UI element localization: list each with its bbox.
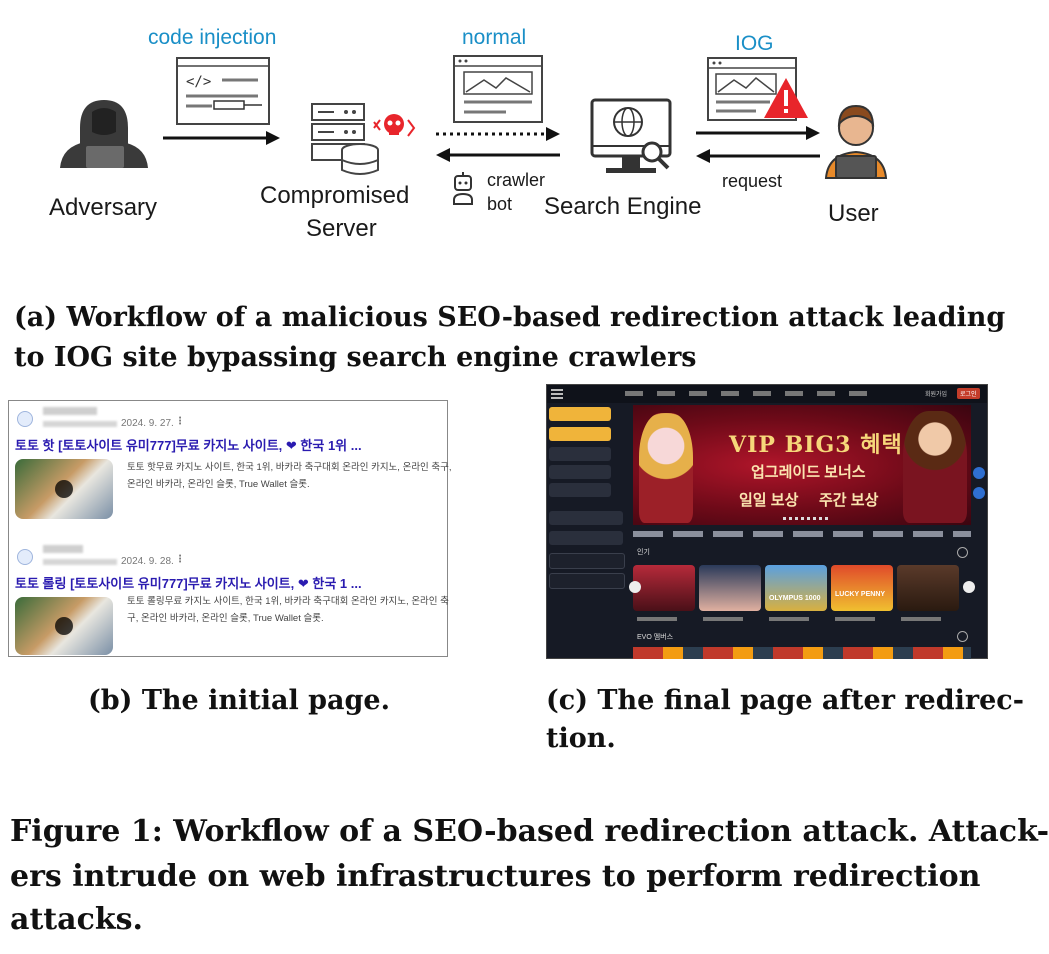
edge-label-crawler: crawler	[487, 170, 546, 190]
caption-c-line2: tion.	[546, 723, 616, 754]
result-date: 2024. 9. 28.	[121, 556, 174, 567]
blurred-site-name	[43, 407, 97, 415]
game-captions	[637, 617, 957, 621]
banner-subtitle: 업그레이드 보너스	[751, 464, 866, 481]
caption-a-line2: to IOG site bypassing search engine craw…	[14, 342, 697, 373]
character-left	[639, 413, 693, 523]
site-favicon-icon	[17, 411, 33, 427]
more-vert-icon[interactable]: ⋮	[175, 554, 185, 565]
workflow-diagram: </>	[60, 55, 888, 205]
play-icon[interactable]	[55, 480, 73, 498]
user-icon	[824, 104, 888, 179]
sidebar-item-event[interactable]	[549, 465, 611, 479]
casino-top-bar: 회원가입 로그인	[547, 385, 987, 403]
carousel-next-icon[interactable]	[963, 581, 975, 593]
final-page-screenshot: 회원가입 로그인 VIP BIG3 혜택 업그레이드 보너스 일일 보상 주간 …	[546, 384, 988, 659]
banner-side-icons[interactable]	[973, 487, 985, 499]
warning-icon	[764, 78, 808, 118]
result-title-link[interactable]: 토토 롤링 [토토사이트 유미777]무료 카지노 사이트, ❤ 한국 1 ..…	[15, 576, 362, 591]
game-tile[interactable]	[897, 565, 959, 611]
sidebar-item-promo[interactable]	[549, 447, 611, 461]
hacker-icon	[60, 100, 148, 168]
game-title-olympus: OLYMPUS 1000	[769, 595, 821, 602]
banner-title: VIP BIG3 혜택	[729, 432, 903, 458]
more-vert-icon[interactable]: ⋮	[175, 416, 185, 427]
game-tile[interactable]	[699, 565, 761, 611]
video-thumbnail[interactable]	[15, 459, 113, 519]
banner-side-icons[interactable]	[973, 467, 985, 479]
search-result-1: 2024. 9. 27. ⋮ 토토 핫 [토토사이트 유미777]무료 카지노 …	[15, 405, 452, 525]
initial-page-screenshot: 2024. 9. 27. ⋮ 토토 핫 [토토사이트 유미777]무료 카지노 …	[8, 400, 452, 657]
node-label-user: User	[828, 200, 879, 227]
banner-pagination-dots[interactable]	[783, 517, 829, 520]
figure-caption-line2: ers intrude on web infrastructures to pe…	[10, 859, 981, 894]
malware-skull-icon	[373, 114, 416, 137]
caption-c-line1: (c) The final page after redirec-	[546, 685, 1024, 716]
edge-label-request: request	[722, 171, 783, 191]
result-title-link[interactable]: 토토 핫 [토토사이트 유미777]무료 카지노 사이트, ❤ 한국 1위 ..…	[15, 438, 362, 453]
edge-label-code-injection: code injection	[148, 26, 277, 49]
crawler-bot-icon	[453, 172, 473, 205]
caption-a-line1: (a) Workflow of a malicious SEO-based re…	[14, 302, 1006, 333]
promo-banner[interactable]: VIP BIG3 혜택 업그레이드 보너스 일일 보상 주간 보상	[633, 405, 971, 525]
edge-label-normal: normal	[462, 26, 527, 49]
server-icon	[311, 103, 379, 175]
result-desc-line1: 토토 롤링무료 카지노 사이트, 한국 1위, 바카라 축구대회 온라인 카지노…	[127, 596, 449, 607]
carousel-prev-icon[interactable]	[629, 581, 641, 593]
login-button[interactable]: 로그인	[957, 388, 980, 399]
section-more-icon[interactable]	[957, 631, 968, 642]
game-tile-lucky-penny[interactable]: LUCKY PENNY	[831, 565, 893, 611]
menu-icon[interactable]	[551, 389, 563, 391]
video-thumbnail[interactable]	[15, 597, 113, 655]
result-desc-line2: 온라인 바카라, 온라인 슬롯, True Wallet 슬롯.	[127, 479, 310, 490]
top-nav-items	[625, 391, 875, 396]
sidebar-item-home[interactable]	[549, 407, 611, 421]
sidebar-item-help[interactable]	[549, 553, 625, 569]
game-tile[interactable]	[633, 565, 695, 611]
code-document-icon: </>	[176, 57, 270, 125]
sidebar-item-provider[interactable]	[549, 511, 623, 525]
signup-button[interactable]: 회원가입	[925, 392, 948, 398]
site-favicon-icon	[17, 549, 33, 565]
figure-caption-line3: attacks.	[10, 902, 143, 937]
svg-text:</>: </>	[186, 74, 211, 90]
section-evo: EVO 멤버스	[637, 634, 674, 641]
evo-game-strip[interactable]	[633, 647, 971, 659]
edge-label-bot: bot	[487, 194, 513, 214]
sidebar-item-referral[interactable]	[549, 483, 611, 497]
node-label-server-line1: Compromised	[260, 182, 410, 209]
banner-daily-reward: 일일 보상	[739, 492, 799, 509]
figure-caption-line1: Figure 1: Workflow of a SEO-based redire…	[10, 814, 1049, 849]
section-more-icon[interactable]	[957, 547, 968, 558]
blurred-url	[43, 559, 117, 565]
banner-weekly-reward: 주간 보상	[819, 492, 879, 509]
casino-sidebar	[549, 407, 625, 657]
node-label-search-engine: Search Engine	[544, 193, 702, 220]
sidebar-item-games[interactable]	[549, 531, 623, 545]
blurred-site-name	[43, 545, 83, 553]
character-right	[903, 411, 967, 523]
game-tile-olympus[interactable]: OLYMPUS 1000	[765, 565, 827, 611]
play-icon[interactable]	[55, 617, 73, 635]
blurred-url	[43, 421, 117, 427]
normal-page-icon	[453, 55, 543, 123]
ticker-bar	[633, 531, 971, 537]
search-engine-icon	[590, 98, 672, 173]
caption-b: (b) The initial page.	[88, 685, 390, 716]
game-title-lucky: LUCKY PENNY	[835, 591, 886, 598]
sidebar-item-casino[interactable]	[549, 427, 611, 441]
result-date: 2024. 9. 27.	[121, 418, 174, 429]
result-desc-line1: 토토 핫무료 카지노 사이트, 한국 1위, 바카라 축구대회 온라인 카지노,…	[127, 462, 452, 473]
sidebar-item-language[interactable]	[549, 573, 625, 589]
node-label-adversary: Adversary	[49, 194, 158, 221]
edge-label-iog: IOG	[735, 32, 774, 55]
node-label-server-line2: Server	[306, 215, 377, 242]
search-result-2: 2024. 9. 28. ⋮ 토토 롤링 [토토사이트 유미777]무료 카지노…	[15, 543, 449, 655]
section-popular: 인기	[637, 549, 650, 556]
result-desc-line2: 구, 온라인 바카라, 온라인 슬롯, True Wallet 슬롯.	[127, 613, 324, 624]
